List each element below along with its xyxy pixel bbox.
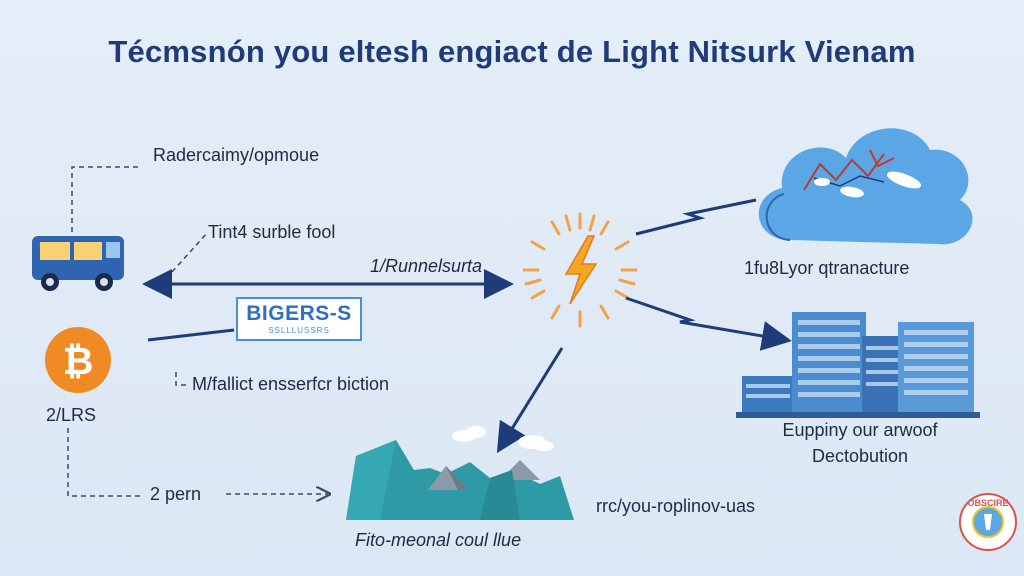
bigers-badge: BIGERS-S SSLLLUSSRS xyxy=(236,297,362,341)
label-bitcoin-value: 2/LRS xyxy=(46,405,97,425)
bitcoin-link-line xyxy=(147,328,235,342)
page-title: Técmsnón you eltesh engiact de Light Nit… xyxy=(108,34,916,69)
bitcoin-symbol: ₿ xyxy=(63,339,94,383)
label-building-line2: Dectobution xyxy=(811,446,909,466)
building-arrow xyxy=(625,296,792,351)
badge-main-text: BIGERS-S xyxy=(246,302,352,325)
label-cloud-caption: 1fu8Lyor qtranacture xyxy=(744,258,910,278)
label-bottom-arrow: 2 pern xyxy=(150,484,202,504)
label-bottom-right: rrc/you-roplinov-uas xyxy=(596,496,756,516)
badge-sub-text: SSLLLUSSRS xyxy=(268,326,330,335)
cloud-icon xyxy=(758,128,973,245)
mountain-icon xyxy=(346,426,574,520)
building-icon xyxy=(736,312,980,418)
bitcoin-icon: ₿ xyxy=(45,327,111,393)
dashed-connector-top xyxy=(71,166,140,232)
mountain-arrow xyxy=(496,347,564,454)
seal-icon: OBSCIRE xyxy=(959,493,1017,551)
dashed-connector-bitcoin xyxy=(175,372,188,386)
cloud-link-line xyxy=(635,198,757,236)
label-bitcoin-note: M/fallict ensserfcr biction xyxy=(192,374,390,394)
dashed-connector-bottom xyxy=(67,428,328,496)
label-building-line1: Euppiny our arwoof xyxy=(782,420,938,440)
label-middle-left: Tint4 surble fool xyxy=(208,222,336,242)
label-top-left: Radercaimy/opmoue xyxy=(153,145,320,165)
label-arrow: 1/Runnelsurta xyxy=(370,256,483,276)
dashed-connector-middle xyxy=(171,231,209,273)
seal-text: OBSCIRE xyxy=(967,498,1008,508)
truck-icon xyxy=(32,236,124,291)
label-mountain-caption: Fito-meonal coul llue xyxy=(355,530,522,550)
lightning-icon xyxy=(522,212,638,328)
